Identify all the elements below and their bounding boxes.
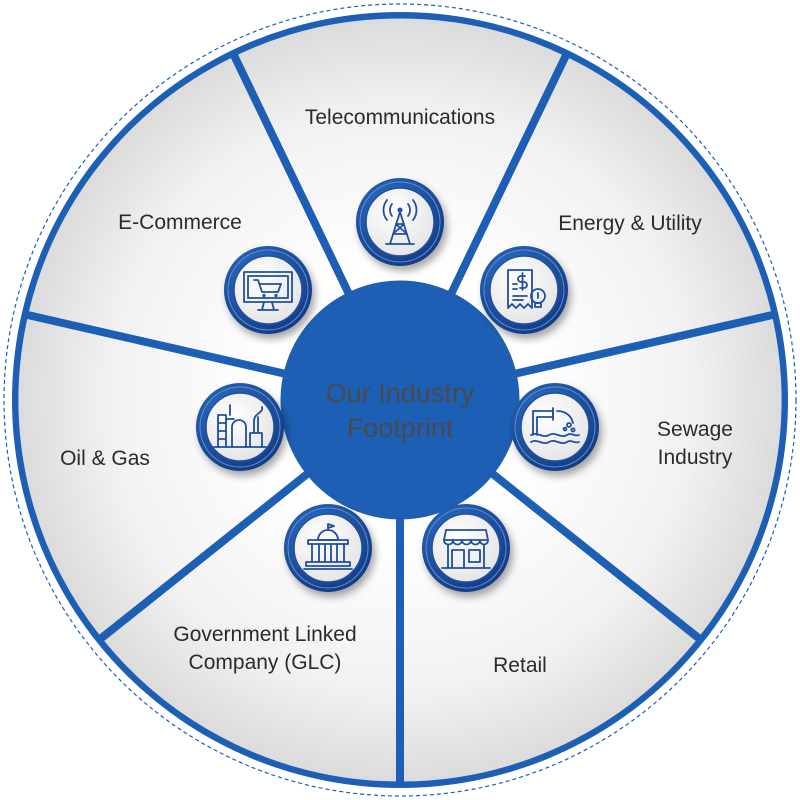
segment-label-oilgas: Oil & Gas xyxy=(60,447,150,470)
storefront-icon xyxy=(422,504,510,592)
sewage-pipe-icon xyxy=(511,383,599,471)
dashed-outer-border xyxy=(3,3,797,797)
segment-label-sewage-1: Sewage xyxy=(657,418,733,441)
refinery-icon xyxy=(196,383,284,471)
shopping-cart-monitor-icon xyxy=(224,246,312,334)
segment-label-ecommerce: E-Commerce xyxy=(118,211,242,234)
utility-bill-icon xyxy=(480,246,568,334)
segment-label-glc-2: Company (GLC) xyxy=(189,651,342,674)
segment-label-sewage-2: Industry xyxy=(658,446,733,469)
segment-label-retail: Retail xyxy=(493,654,547,677)
segment-icons xyxy=(196,178,599,592)
segment-label-telecom: Telecommunications xyxy=(305,106,495,129)
center-title-line2: Footprint xyxy=(347,413,454,443)
government-building-icon xyxy=(284,504,372,592)
center-title-line1: Our Industry xyxy=(326,378,475,408)
center-label: Our Industry Footprint xyxy=(326,378,475,443)
segment-label-energy: Energy & Utility xyxy=(558,212,702,235)
segment-label-glc-1: Government Linked xyxy=(173,623,356,646)
segment-telecom xyxy=(234,15,566,295)
radio-tower-icon xyxy=(356,178,444,266)
